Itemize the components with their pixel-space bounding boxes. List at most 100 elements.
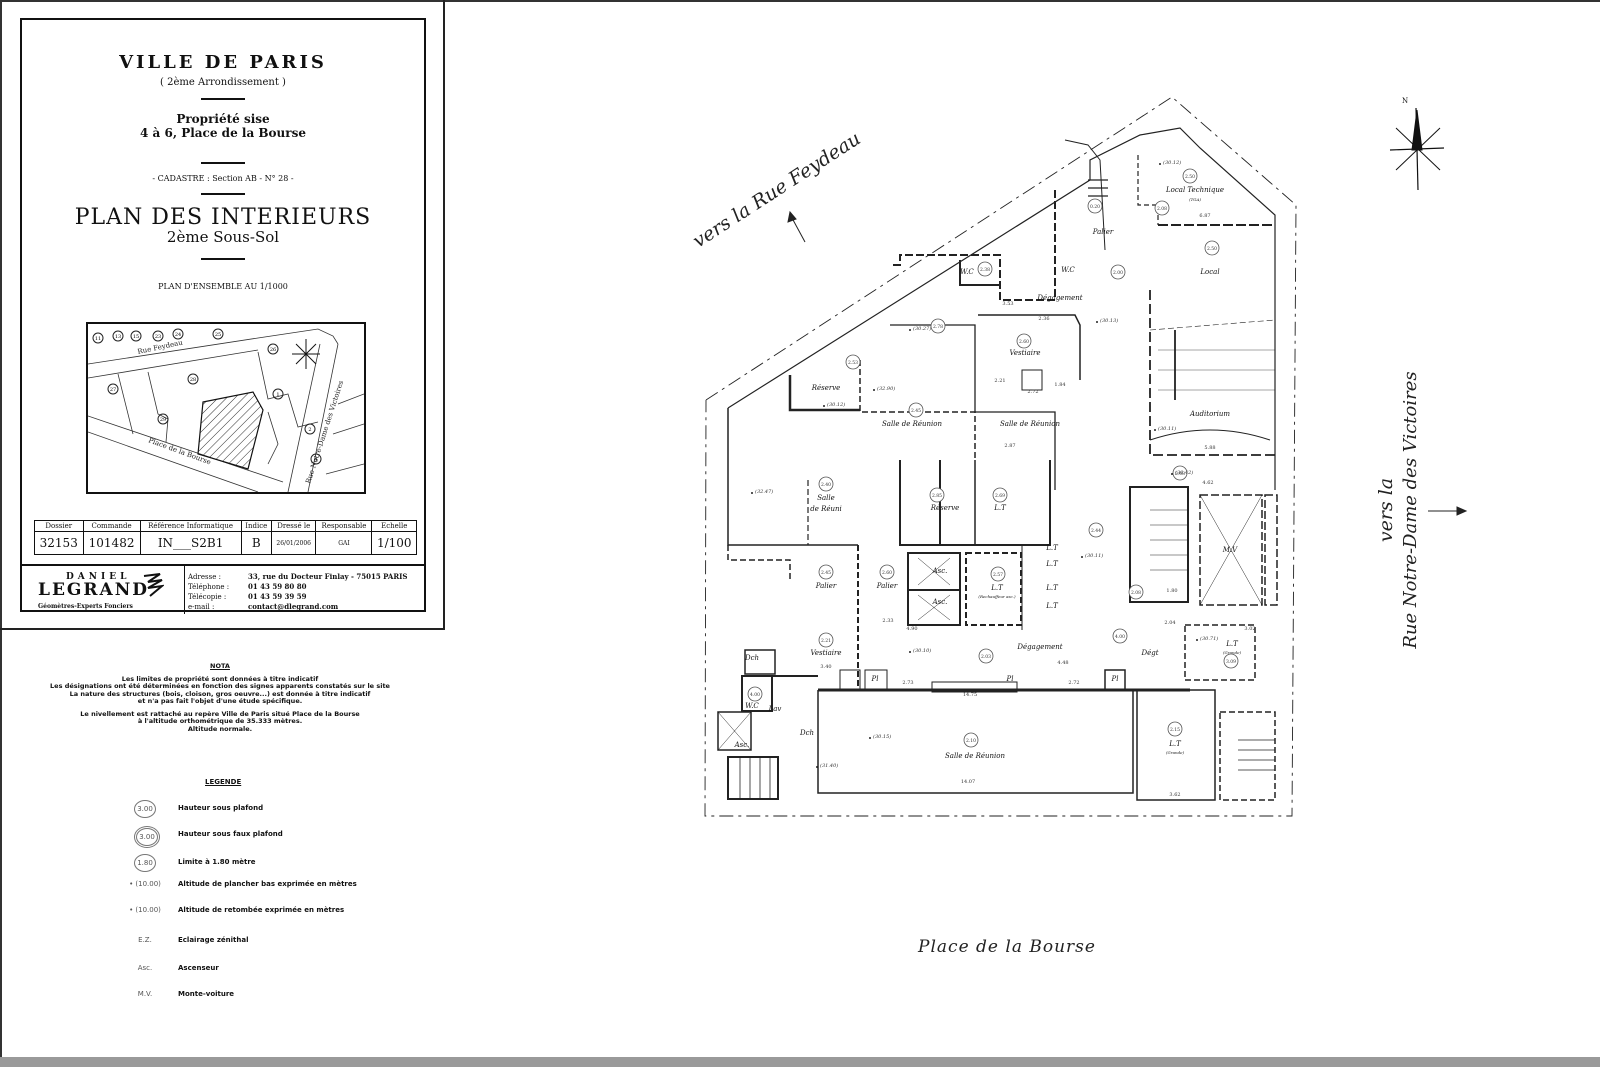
altitude-value: (31.40) bbox=[820, 762, 838, 769]
north-label: N bbox=[1402, 97, 1408, 105]
nota-line: La nature des structures (bois, cloison,… bbox=[69, 689, 371, 698]
firm-name-last: LEGRAND bbox=[38, 580, 150, 600]
legend-title: LEGENDE bbox=[205, 778, 242, 786]
room-label: (TGA) bbox=[1189, 197, 1201, 202]
legend-symbol: 3.00 bbox=[134, 826, 160, 848]
address-value: 33, rue du Docteur Finlay - 75015 PARIS bbox=[248, 572, 408, 581]
parcel-marker bbox=[107, 383, 119, 395]
parcel-number: 25 bbox=[215, 332, 221, 338]
height-marker bbox=[1128, 584, 1144, 600]
legend-text: Hauteur sous plafond bbox=[178, 804, 264, 812]
firm-block: DANIEL LEGRAND Géomètres-Experts Foncier… bbox=[22, 564, 424, 614]
dimension-label: 2.73 bbox=[902, 680, 913, 686]
height-value: 4.00 bbox=[1115, 634, 1125, 640]
height-marker bbox=[1112, 628, 1128, 644]
legend-item: Asc.Ascenseur bbox=[120, 964, 370, 988]
parcel-number: 24 bbox=[175, 332, 181, 338]
room-label: W.C bbox=[1061, 266, 1075, 274]
dimension-label: 3.53 bbox=[1002, 301, 1013, 307]
room-label: Salle de Réunion bbox=[1000, 420, 1061, 428]
dimension-label: 4.48 bbox=[1057, 660, 1068, 666]
height-marker bbox=[1088, 522, 1104, 538]
nota-title: NOTA bbox=[210, 662, 230, 670]
room-label: Dégagement bbox=[1036, 294, 1082, 302]
room-label: L.T bbox=[993, 504, 1007, 512]
altitude-value: (30.71) bbox=[1200, 635, 1218, 642]
height-value: 2.10 bbox=[966, 738, 976, 744]
altitude-point bbox=[823, 405, 825, 407]
email-value[interactable]: contact@dlegrand.com bbox=[248, 602, 339, 611]
height-value: 2.85 bbox=[932, 493, 942, 499]
parcel-marker bbox=[112, 330, 124, 342]
parcel-number: 29 bbox=[160, 417, 166, 423]
height-marker bbox=[908, 402, 924, 418]
room-label: Asc. bbox=[932, 598, 948, 606]
height-value: 2.78 bbox=[933, 324, 943, 330]
parcel-marker bbox=[130, 330, 142, 342]
room-label: L.T bbox=[1045, 544, 1059, 552]
info-value: IN___S2B1 bbox=[139, 531, 242, 555]
altitude-point bbox=[1196, 639, 1198, 641]
height-value: 2.45 bbox=[911, 408, 921, 414]
altitude-value: (30.12) bbox=[827, 401, 845, 408]
legend-text: Altitude de plancher bas exprimée en mèt… bbox=[178, 880, 357, 888]
street-label-feydeau: vers la Rue Feydeau bbox=[689, 128, 865, 253]
height-value: 2.60 bbox=[882, 570, 892, 576]
legend-symbol: • (10.00) bbox=[129, 880, 161, 888]
dimension-label: 2.33 bbox=[882, 618, 893, 624]
altitude-point bbox=[909, 329, 911, 331]
altitude-point bbox=[1159, 163, 1161, 165]
parcel-marker bbox=[92, 332, 104, 344]
height-value: 2.21 bbox=[821, 638, 831, 644]
altitude-point bbox=[1171, 473, 1173, 475]
height-marker bbox=[992, 487, 1008, 503]
divider bbox=[201, 258, 245, 260]
street-label-victoires-1: vers la bbox=[1375, 478, 1397, 542]
legend-symbol: 3.00 bbox=[134, 800, 156, 818]
height-marker bbox=[978, 648, 994, 664]
divider bbox=[201, 162, 245, 164]
height-marker bbox=[963, 732, 979, 748]
room-label: Pl bbox=[871, 675, 879, 683]
parcel-number: 28 bbox=[190, 377, 196, 383]
info-value: 32153 bbox=[34, 531, 84, 555]
viewer-bottom-bar[interactable] bbox=[0, 1057, 1600, 1067]
firm-logo-icon bbox=[143, 573, 164, 597]
altitude-value: (30.10) bbox=[913, 647, 931, 654]
altitude-point bbox=[909, 651, 911, 653]
room-label: L.T bbox=[1168, 740, 1182, 748]
altitude-point bbox=[873, 389, 875, 391]
minimap-north-arrow bbox=[292, 339, 320, 369]
nota-line: Les désignations ont été déterminées en … bbox=[50, 682, 390, 690]
parcel-number: 4 bbox=[314, 457, 317, 463]
dimension-label: 2.36 bbox=[1038, 316, 1049, 322]
room-label: (Grande) bbox=[1223, 650, 1242, 655]
legend-item: E.Z.Eclairage zénithal bbox=[120, 936, 370, 960]
room-label: (Grande) bbox=[1166, 750, 1185, 755]
room-label: L.T bbox=[1225, 640, 1239, 648]
room-label: Dégt bbox=[1140, 649, 1158, 657]
room-label: Vestiaire bbox=[1009, 349, 1040, 357]
altitude-value: (30.27) bbox=[913, 325, 931, 332]
room-label: Palier bbox=[1092, 228, 1114, 236]
height-marker bbox=[990, 566, 1006, 582]
dimension-label: 2.04 bbox=[1164, 620, 1175, 626]
height-value: 2.45 bbox=[821, 570, 831, 576]
height-marker bbox=[818, 564, 834, 580]
height-value: 2.08 bbox=[1175, 471, 1185, 477]
nota-line: Altitude normale. bbox=[187, 724, 253, 733]
dimension-label: 3.02 bbox=[1244, 626, 1255, 632]
legend-text: Altitude de retombée exprimée en mètres bbox=[178, 906, 345, 914]
phone-label: Téléphone : bbox=[188, 583, 230, 591]
dimension-label: 3.62 bbox=[1169, 792, 1180, 798]
height-marker bbox=[1110, 264, 1126, 280]
city-title: VILLE DE PARIS bbox=[119, 52, 327, 73]
legend-symbol: 1.80 bbox=[134, 854, 156, 872]
parcel-number: 1 bbox=[276, 392, 279, 398]
room-label: Lav bbox=[768, 705, 782, 713]
altitude-value: (30.15) bbox=[873, 733, 891, 740]
plan-title: PLAN DES INTERIEURS bbox=[74, 205, 372, 230]
north-compass-icon bbox=[1389, 107, 1445, 191]
height-value: 2.53 bbox=[848, 360, 858, 366]
